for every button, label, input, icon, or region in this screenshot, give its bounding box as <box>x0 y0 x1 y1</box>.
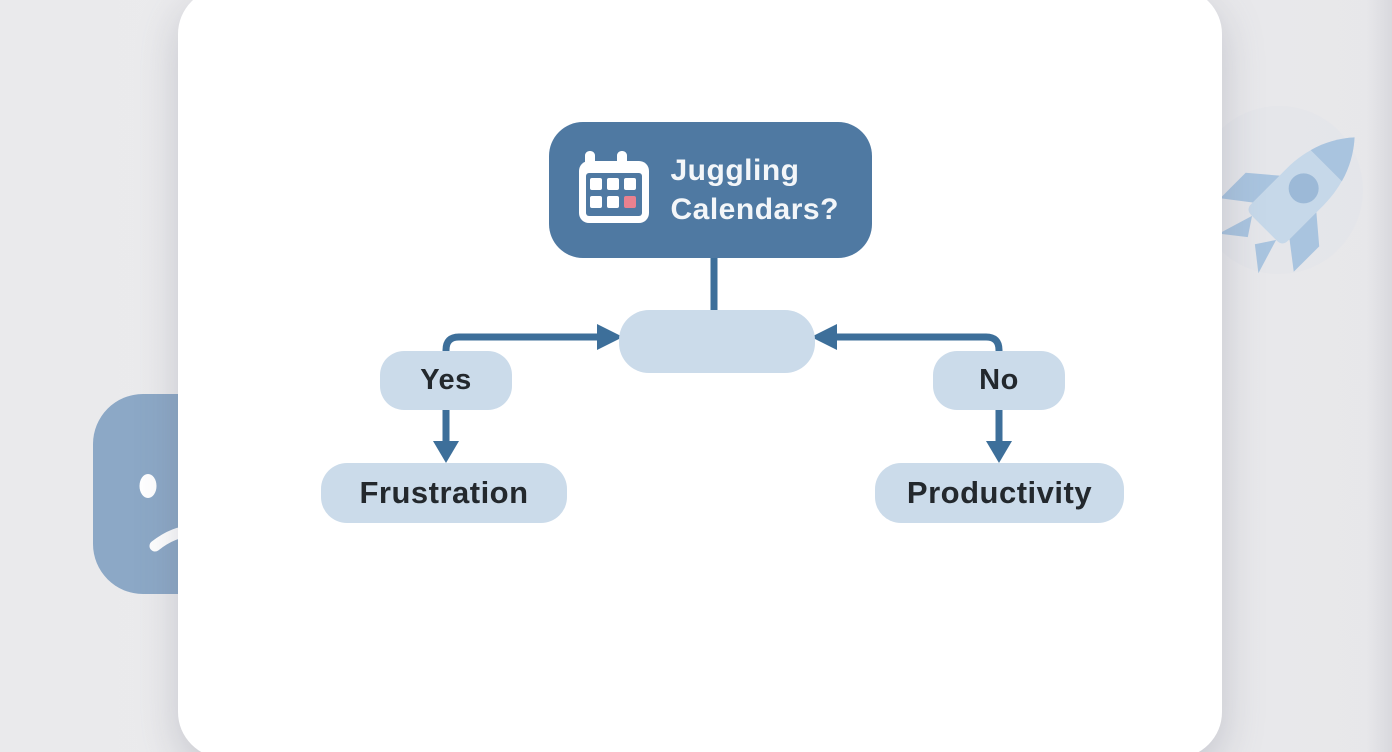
result-productivity-label: Productivity <box>906 475 1093 510</box>
branch-yes-node: Yes <box>380 351 512 410</box>
branch-no-node: No <box>933 351 1065 410</box>
card-panel <box>178 0 1222 752</box>
root-question-node: Juggling Calendars? <box>549 122 872 258</box>
result-productivity-node: Productivity <box>875 463 1124 523</box>
branch-no-label: No <box>979 364 1019 396</box>
result-frustration-label: Frustration <box>359 475 529 510</box>
background-edge-shade <box>1366 0 1392 752</box>
calendar-icon <box>578 151 649 223</box>
rocket-icon <box>1195 106 1363 274</box>
branch-yes-label: Yes <box>420 364 472 396</box>
result-frustration-node: Frustration <box>321 463 567 523</box>
root-question-label: Juggling Calendars? <box>670 154 839 226</box>
junction-node <box>619 310 815 373</box>
